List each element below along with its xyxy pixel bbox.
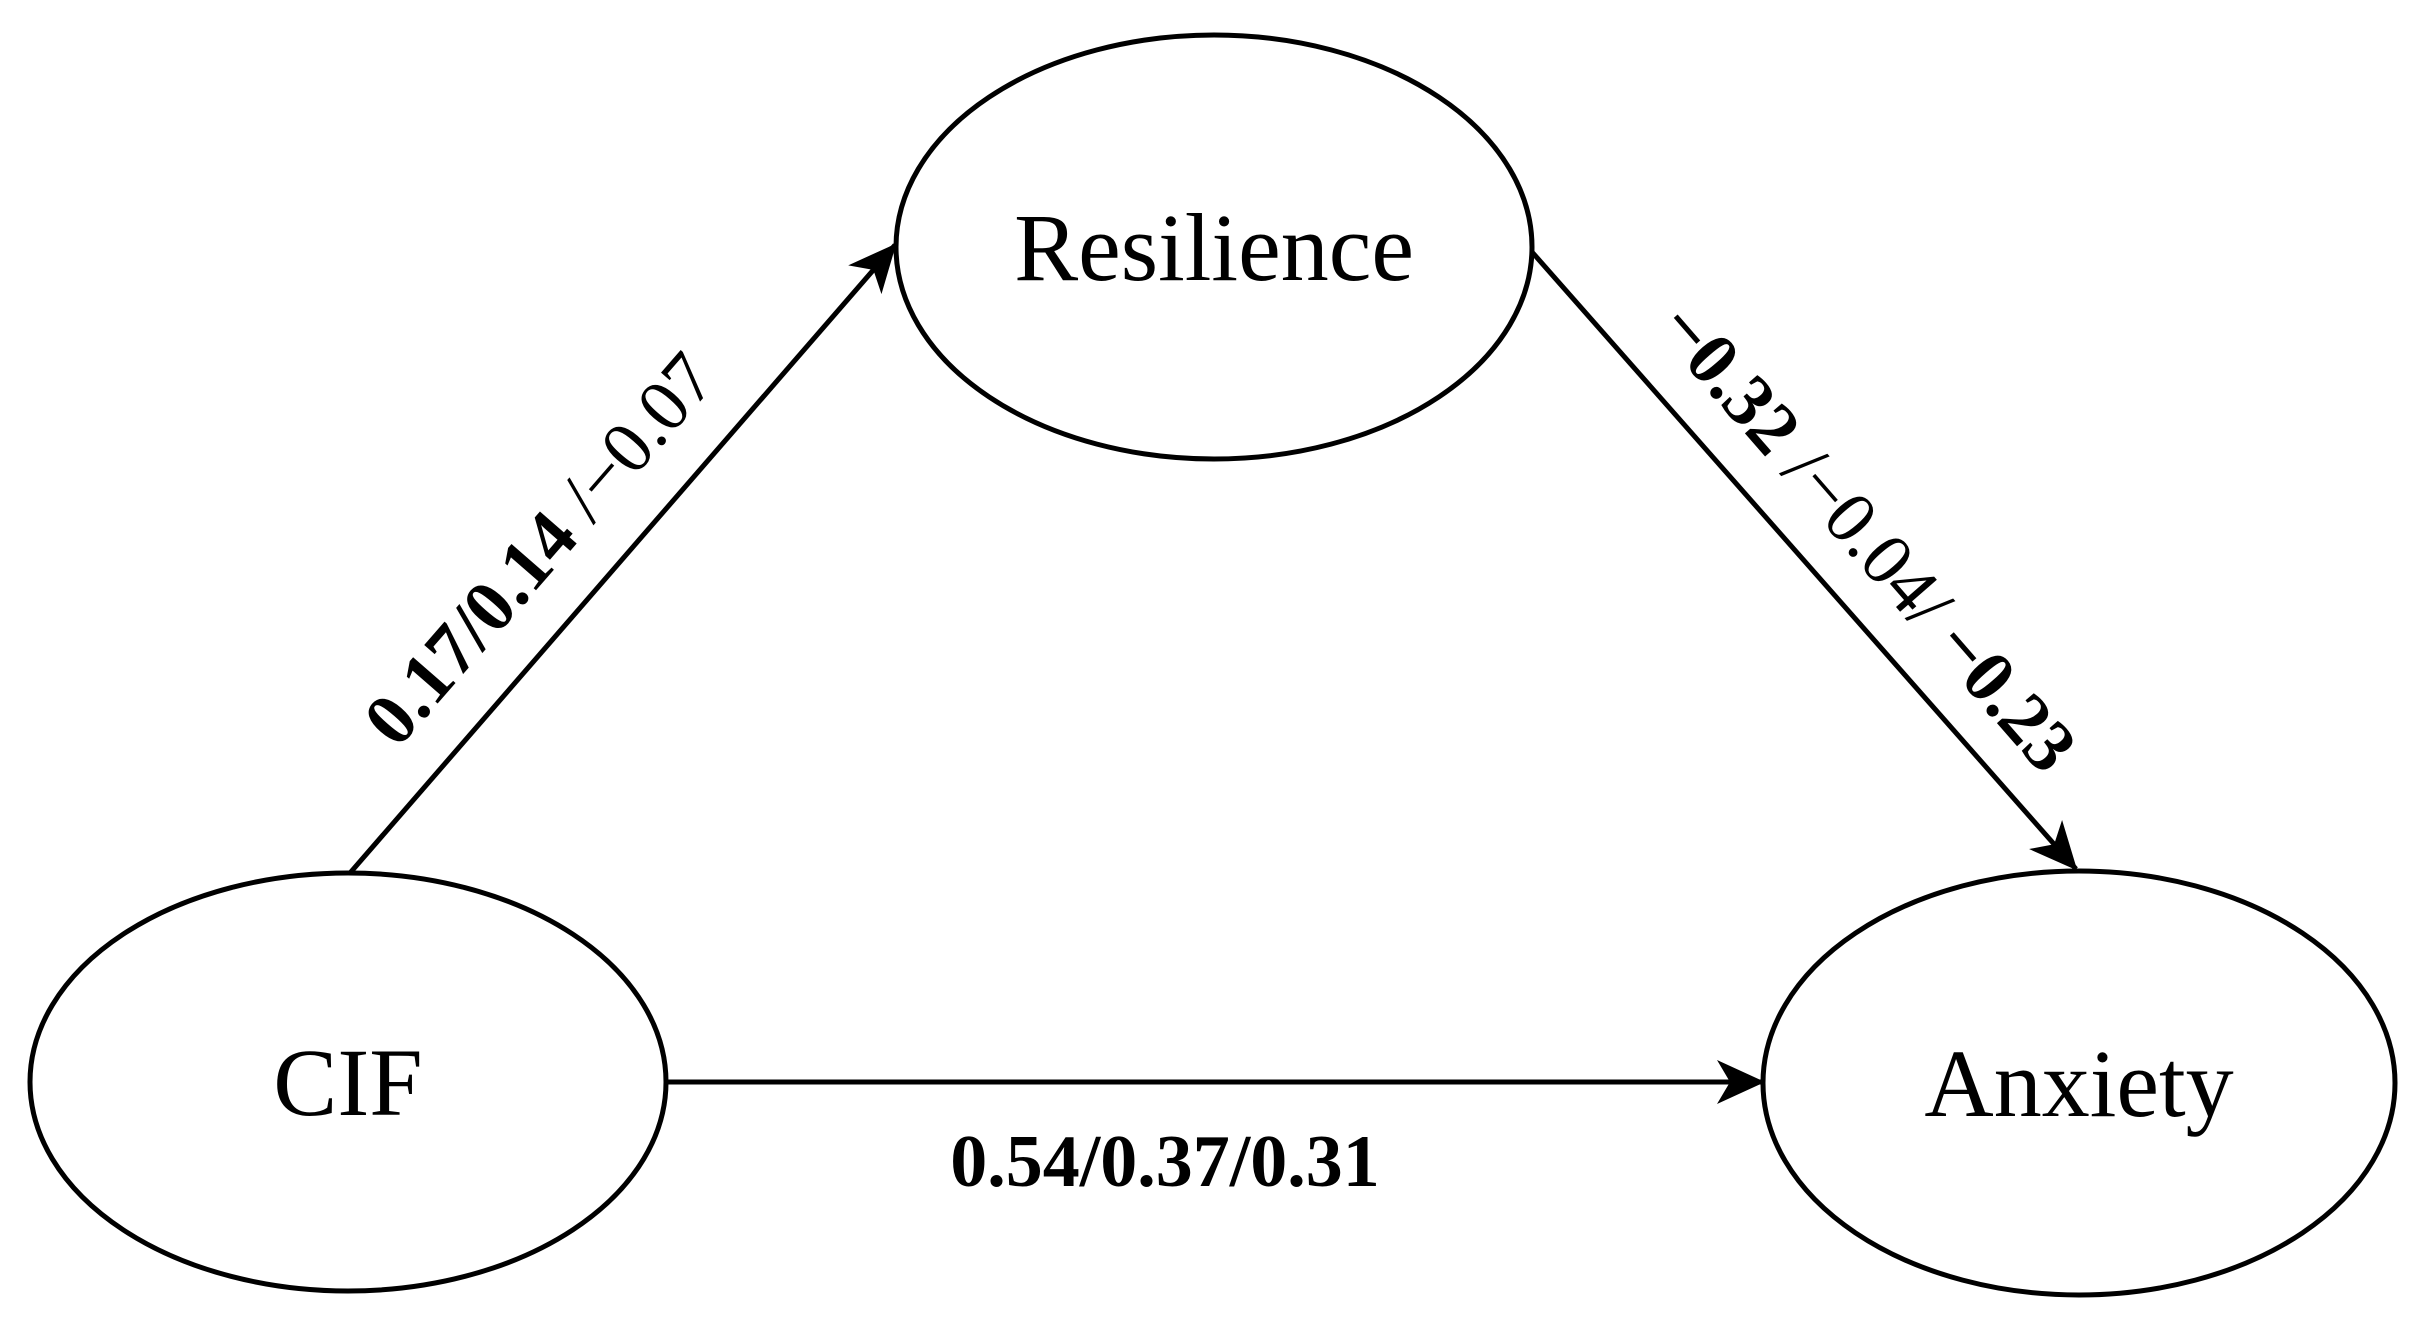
- resilience-node-label: Resilience: [1014, 194, 1414, 301]
- coefficient-bold-segment: 0.17/0.14: [348, 496, 593, 761]
- coefficient-regular-segment: /−0.07: [544, 338, 732, 537]
- anxiety-node: [1760, 868, 2398, 1298]
- coefficient-bold-segment: −0.32: [1642, 287, 1817, 470]
- coefficient-regular-segment: /−0.04/: [1767, 430, 1968, 644]
- edge-cif-to-resilience: [348, 243, 897, 875]
- resilience-node: [893, 32, 1535, 462]
- edge-resilience-to-anxiety: [1530, 250, 2078, 871]
- cif-node: [27, 870, 669, 1294]
- coefficient-bold-segment: −0.23: [1918, 604, 2093, 787]
- anxiety-node-label: Anxiety: [1924, 1030, 2233, 1137]
- cif-node-label: CIF: [273, 1029, 422, 1136]
- edge-label-cif-to-resilience: 0.17/0.14 /−0.07: [348, 338, 731, 761]
- edge-label-resilience-to-anxiety: −0.32 /−0.04/ −0.23: [1642, 287, 2093, 788]
- edge-label-cif-to-anxiety: 0.54/0.37/0.31: [950, 1121, 1380, 1203]
